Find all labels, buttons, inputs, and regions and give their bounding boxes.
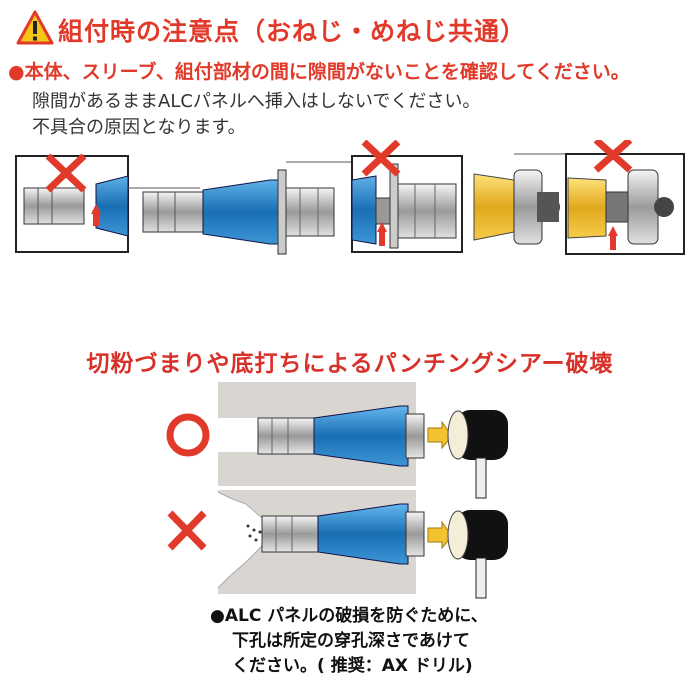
cross-ng-icon: [45, 153, 87, 193]
anchor-assembly-2: [473, 169, 560, 245]
driver-tool-ok: [447, 410, 508, 499]
caution-line-3: 不具合の原因となります。: [32, 117, 246, 138]
circle-ok-icon: [166, 413, 210, 457]
drilling-comparison-illustration: [166, 382, 508, 599]
caution-line-2: 隙間があるままALCパネルへ挿入はしないでください。: [32, 91, 481, 112]
push-arrow-ok: [427, 420, 453, 450]
assembly-gap-illustration: [15, 140, 685, 255]
page-title: 組付時の注意点（おねじ・めねじ共通）: [58, 17, 527, 46]
zoom-box-gap-3: [565, 153, 685, 255]
push-arrow-ng: [427, 520, 453, 550]
warning-triangle-icon: [16, 10, 54, 45]
cross-ng-icon: [167, 510, 207, 551]
drilling-note: ●ALC パネルの破損を防ぐために、 下孔は所定の穿孔深さであけて ください。(…: [210, 604, 488, 679]
caution-main: ●本体、スリーブ、組付部材の間に隙間がないことを確認してください。: [8, 61, 630, 83]
driver-tool-ng: [447, 510, 508, 599]
cross-ng-icon: [593, 140, 633, 173]
cross-ng-icon: [361, 140, 401, 177]
anchor-ng: [261, 503, 425, 565]
note-line-2: 下孔は所定の穿孔深さであけて: [232, 631, 470, 651]
anchor-assembly-1: [142, 169, 335, 255]
section-title-punching-shear: 切粉づまりや底打ちによるパンチングシアー破壊: [86, 351, 614, 377]
anchor-ok: [257, 405, 425, 467]
note-line-1: ●ALC パネルの破損を防ぐために、: [210, 606, 488, 626]
note-line-3: ください。( 推奨：AX ドリル): [232, 656, 473, 676]
